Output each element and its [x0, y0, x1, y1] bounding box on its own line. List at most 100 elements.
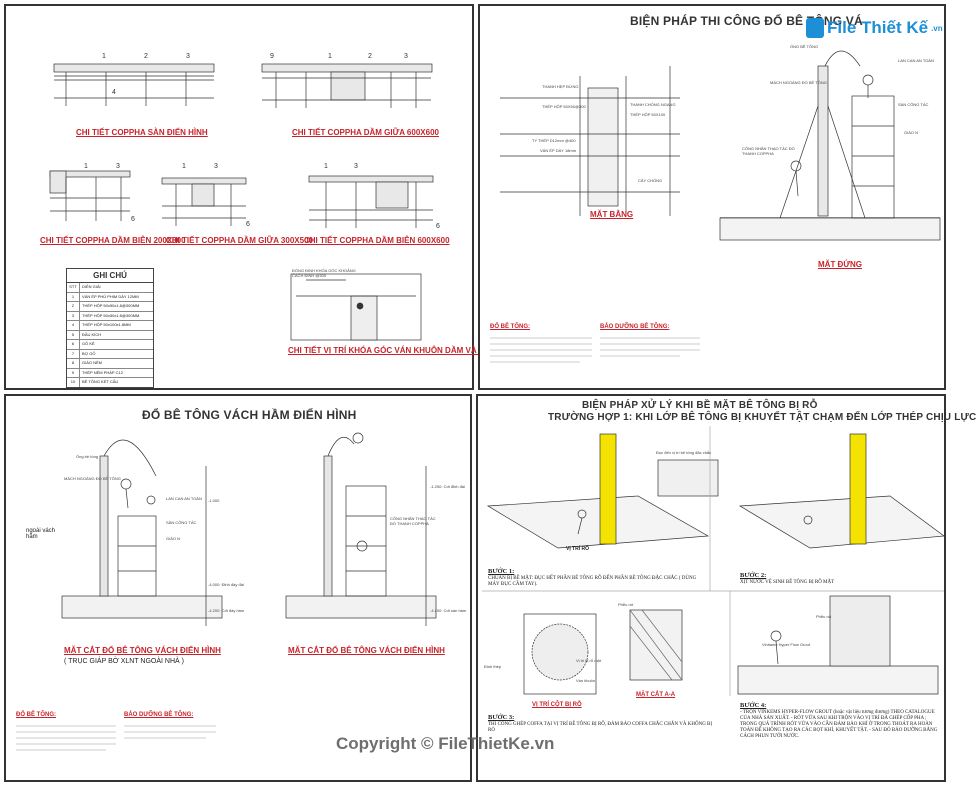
svg-text:9: 9	[270, 53, 274, 60]
elev-label-3: LAN CAN AN TOÀN	[898, 58, 934, 63]
s3-label-4: SÀN CÔNG TÁC	[166, 520, 197, 525]
callout-shoring: Đinh thép	[484, 664, 502, 669]
legend-desc: GIÁO NÊM	[82, 360, 103, 365]
repair-steps-drawings	[482, 426, 945, 696]
step3-head: BƯỚC 3:	[488, 714, 515, 721]
legend-header-desc: DIỄN GIẢI	[82, 284, 101, 289]
caption-plan: MẶT BẰNG	[590, 210, 634, 219]
svg-text:1: 1	[84, 163, 88, 170]
legend-desc: BỢ GỖ	[82, 350, 96, 356]
s3-label-2: MÁCH NGOÀNG ĐỔ BÊ TÔNG	[64, 476, 121, 481]
svg-text:6: 6	[131, 216, 135, 223]
logo-icon	[806, 18, 824, 38]
plan-label-6: THÉP HỘP 50X100	[630, 112, 666, 117]
callout-funnel-2: Phễu rót	[816, 614, 832, 619]
copyright-watermark: Copyright © FileThietKe.vn	[336, 734, 555, 753]
step2-text: XỊT NƯỚC VỆ SINH BÊ TÔNG BỊ RỖ MẶT	[740, 580, 835, 585]
sheet2-notes-left-head: ĐỔ BÊ TÔNG:	[490, 324, 530, 330]
elev-2: -4.000: Đỉnh đáy đài	[208, 582, 244, 587]
sheet4-title-1: BIỆN PHÁP XỬ LÝ KHI BỀ MẶT BÊ TÔNG BỊ RỖ	[582, 400, 818, 411]
callout-flow-grout: Vinitame Hyper Flow Grout	[762, 642, 810, 647]
step4-text: - TRỘN VINKEMS HYPER-FLOW GROUT (hoặc vậ…	[740, 710, 938, 739]
plan-label-7: CÂY CHỐNG	[638, 178, 663, 183]
sheet4-title-2: TRƯỜNG HỢP 1: KHI LỚP BÊ TÔNG BỊ KHUYẾT …	[548, 412, 976, 423]
svg-text:3: 3	[186, 53, 190, 60]
svg-text:2: 2	[144, 53, 148, 60]
s3-label-1: Ống bê tông	[76, 454, 99, 459]
svg-text:1: 1	[182, 163, 186, 170]
legend-desc: THÉP HỘP 50x50x1.8@300MM	[82, 312, 140, 318]
svg-text:3: 3	[116, 163, 120, 170]
logo: File Thiết Kế .vn	[806, 18, 943, 38]
svg-text:6: 6	[246, 221, 250, 228]
step4-head: BƯỚC 4:	[740, 702, 767, 709]
caption-left-section: MẶT CẮT ĐỔ BÊ TÔNG VÁCH ĐIỂN HÌNH	[64, 646, 221, 655]
elev-label-5: GIÁO N	[904, 130, 919, 135]
elev-5: -1.250: Cốt đỉnh đài	[430, 484, 465, 489]
plan-label-1: THANH HẸP ĐỨNG	[542, 84, 579, 89]
callout-funnel: Phễu rót	[618, 602, 634, 607]
svg-text:3: 3	[404, 53, 408, 60]
wall-plan-elevation	[500, 50, 941, 241]
elev-1: -1.000	[208, 498, 220, 503]
elev-label-6: CÔNG NHÂN THAO TÁC ĐỔ THANH COPPHA	[742, 146, 795, 156]
legend-header-stt: STT	[67, 283, 80, 292]
sheet3-note-lines	[16, 725, 216, 751]
corner-note: ĐÓNG ĐINH KHÓA GÓC KHOẢNG CÁCH ĐINH @300	[292, 268, 356, 278]
callout-section-aa: MẶT CẮT A-A	[636, 692, 676, 698]
legend-header-row: STT DIỄN GIẢI	[67, 283, 153, 293]
caption-elevation: MẶT ĐỨNG	[818, 260, 862, 269]
legend-stt: 9	[67, 368, 80, 377]
svg-text:1: 1	[328, 53, 332, 60]
plan-label-5: THANH CHỐNG NGANG	[630, 102, 676, 107]
elev-4: -4.200: Cốt sàn hầm	[430, 608, 467, 613]
svg-text:3: 3	[214, 163, 218, 170]
s3-label-6: CÔNG NHÂN THAO TÁC ĐỔ THANH COPPHA	[390, 516, 436, 526]
callout-chisel: Đục đến vị trí bê tông đặc chắc	[656, 450, 712, 455]
callout-honeycomb: VỊ TRÍ RỖ	[566, 546, 590, 552]
sheet3-notes-left-head: ĐỔ BÊ TÔNG:	[16, 712, 56, 718]
elev-label-4: SÀN CÔNG TÁC	[898, 102, 929, 107]
sheet3-notes-right-head: BẢO DƯỠNG BÊ TÔNG:	[124, 712, 194, 718]
sheet-wall-pouring-method: BIỆN PHÁP THI CÔNG ĐỔ BÊ TÔNG VÁ File Th…	[478, 4, 946, 390]
sheet-basement-wall-pouring: ĐỔ BÊ TÔNG VÁCH HẦM ĐIỂN HÌNH MẶT CẮT ĐỔ…	[4, 394, 472, 782]
legend-stt: 1	[67, 292, 80, 301]
legend-stt: 3	[67, 311, 80, 320]
sheet2-note-lines	[490, 337, 700, 363]
legend-title: GHI CHÚ	[67, 269, 153, 283]
legend-stt: 5	[67, 330, 80, 339]
legend-desc: THÉP HỘP 50x50x1.8@300MM	[82, 303, 140, 308]
legend-desc: GỖ KÊ	[82, 341, 95, 346]
callout-grout-area: Vị trí bị rỗ mặt	[576, 658, 601, 663]
logo-name: File Thiết Kế	[827, 18, 929, 37]
callout-formwork: Ván khuôn	[576, 678, 596, 683]
sheet3-title: ĐỔ BÊ TÔNG VÁCH HẦM ĐIỂN HÌNH	[142, 408, 357, 422]
caption-beam-mid-600: CHI TIẾT COPPHA DẦM GIỮA 600X600	[292, 128, 439, 137]
legend-desc: THÉP HỘP 50x100x1.8MM	[82, 322, 131, 327]
legend-stt: 2	[67, 302, 80, 311]
sheet2-title: BIỆN PHÁP THI CÔNG ĐỔ BÊ TÔNG VÁ	[630, 14, 863, 28]
side-label: ngoài vách hầm	[26, 528, 56, 540]
s3-label-5: GIÁO N	[166, 536, 181, 541]
svg-text:4: 4	[112, 89, 116, 96]
legend-stt: 10	[67, 378, 80, 387]
step3-text: THI CÔNG GHÉP COFFA TẠI VỊ TRÍ BÊ TÔNG B…	[488, 722, 713, 733]
legend-stt: 6	[67, 340, 80, 349]
legend-stt: 7	[67, 349, 80, 358]
svg-text:1: 1	[102, 53, 106, 60]
caption-beam-edge-600: CHI TIẾT COPPHA DẦM BIÊN 600X600	[304, 236, 450, 245]
plan-label-3: TY THÉP D12mm @400	[532, 138, 576, 143]
caption-beam-mid-300: CHI TIẾT COPPHA DẦM GIỮA 300X500	[166, 236, 313, 245]
s3-label-3: LAN CAN AN TOÀN	[166, 496, 202, 501]
basement-wall-sections	[61, 432, 437, 626]
